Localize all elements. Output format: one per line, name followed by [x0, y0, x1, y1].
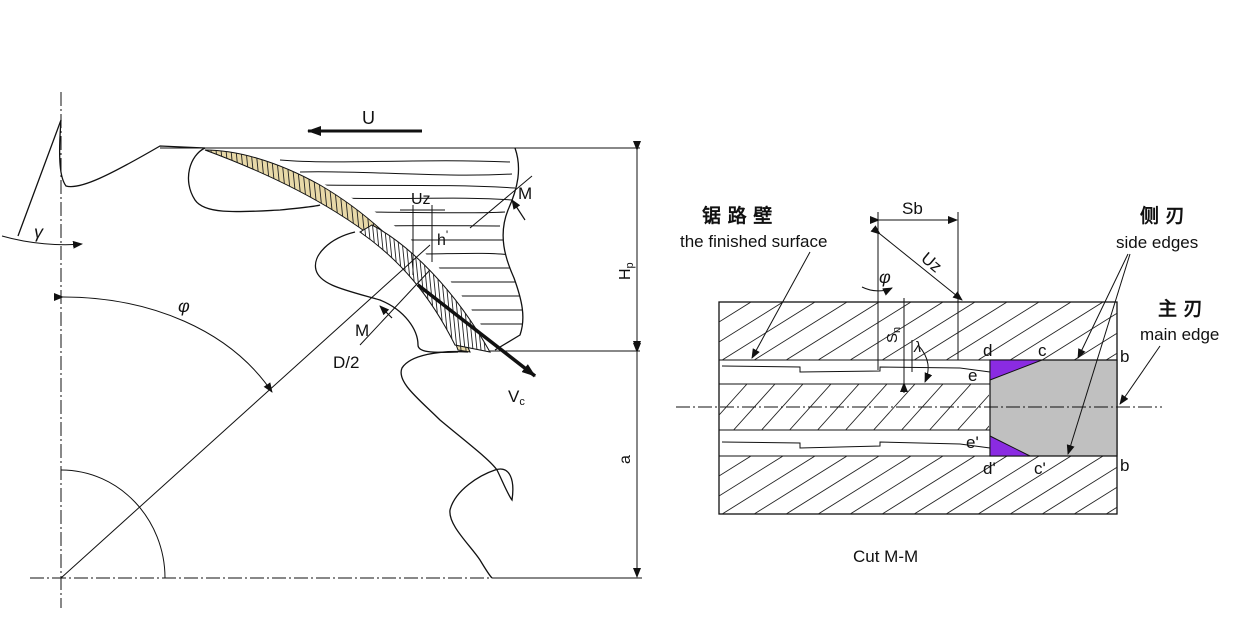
rake-angle-label: γ — [34, 222, 44, 242]
point-c-prime: c' — [1034, 459, 1046, 478]
side-edge-bottom — [989, 435, 1031, 457]
section-arrow-bottom — [379, 305, 393, 319]
position-angle-label: φ — [178, 296, 190, 316]
small-arc — [60, 469, 166, 579]
point-c: c — [1038, 341, 1047, 360]
gullet-outline — [187, 147, 321, 213]
point-b-top: b — [1120, 347, 1129, 366]
side-edge-pointer-bottom — [1066, 253, 1131, 455]
point-d-prime: d' — [983, 459, 996, 478]
gamma-arc — [1, 235, 83, 249]
point-e: e — [968, 366, 977, 385]
kerf-wall-marks-top — [721, 365, 991, 373]
left-saw-diagram: U Uz h' M M Vc D/2 φ γ Hp a — [1, 92, 642, 608]
uz-slanted-line — [870, 225, 963, 301]
finished-surface-pointer — [751, 251, 811, 359]
kerf-wall-marks-bottom — [721, 441, 991, 449]
saw-body-outline — [400, 350, 514, 579]
cut-depth-label: Hp — [617, 262, 636, 280]
section-line-bottom — [359, 269, 431, 346]
saw-tooth-outline — [17, 119, 206, 237]
chip-thickness-label: h' — [437, 228, 448, 249]
edge-block — [989, 359, 1118, 457]
point-e-prime: e' — [966, 433, 979, 452]
radius-line — [60, 244, 431, 579]
side-edge-pointer-top — [1077, 253, 1129, 359]
section-arrow-top — [511, 199, 526, 221]
phi-arc-right — [861, 286, 893, 296]
velocity-arrow — [416, 283, 537, 378]
angle-phi-label: φ — [879, 267, 891, 287]
point-d: d — [983, 341, 992, 360]
set-label: Sb — [902, 199, 923, 218]
section-mark-bottom: M — [355, 321, 369, 340]
phi-arc — [53, 292, 273, 393]
side-edges-cn: 侧 刃 — [1140, 205, 1185, 227]
section-caption: Cut M-M — [853, 547, 918, 566]
main-edge-cn: 主 刃 — [1158, 298, 1203, 320]
section-mark-top: M — [518, 184, 532, 203]
angle-lambda-label: λ — [913, 339, 921, 356]
side-edges-en: side edges — [1116, 233, 1198, 252]
workpiece-outline — [494, 147, 524, 351]
second-tooth-outline — [314, 231, 459, 353]
right-section-diagram: Sb Uz φ Sn λ d c b e e' d' c' b 锯 路 壁 th… — [676, 199, 1219, 566]
point-b-bottom: b — [1120, 456, 1129, 475]
right-tooth-feed-label: Uz — [917, 249, 945, 277]
radius-label: D/2 — [333, 353, 359, 372]
velocity-label: Vc — [508, 387, 525, 408]
main-edge-en: main edge — [1140, 325, 1219, 344]
sn-label: Sn — [884, 327, 903, 343]
side-edge-top — [989, 359, 1043, 381]
distance-label: a — [617, 455, 634, 464]
tooth-feed-label: Uz — [411, 191, 431, 208]
main-edge-pointer — [1119, 345, 1161, 405]
section-line-top — [469, 175, 533, 229]
kerf-wall-en: the finished surface — [680, 232, 827, 251]
kerf-wall-cn: 锯 路 壁 — [702, 204, 772, 227]
lambda-arc — [917, 344, 933, 383]
feed-label: U — [362, 108, 375, 128]
